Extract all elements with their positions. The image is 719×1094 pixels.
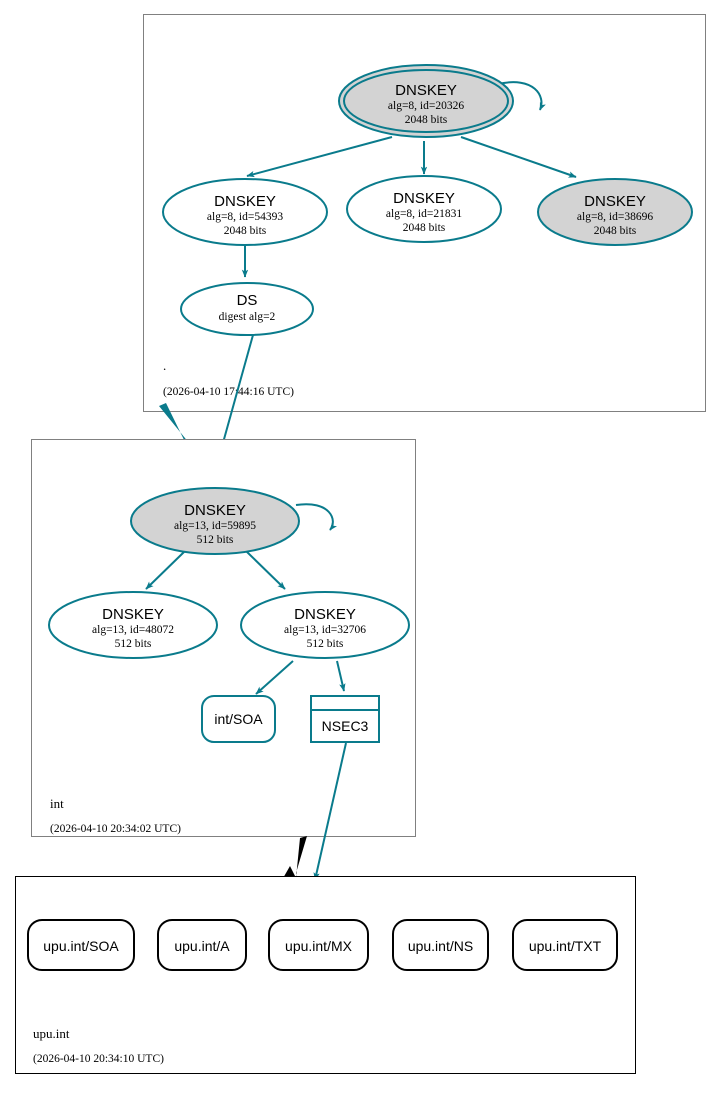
node-int-dnskey-32706-size: 512 bits [307, 638, 344, 650]
edge-int-zsk32706-to-soa [255, 660, 294, 695]
edge-zone-delegation-root-to-int [159, 403, 196, 459]
zone-root: DNSKEY alg=8, id=20326 2048 bits DNSKEY … [143, 14, 706, 412]
node-upu-int-a-box [157, 919, 247, 971]
node-root-dnskey-54393-size: 2048 bits [224, 225, 267, 237]
node-root-dnskey-54393-title: DNSKEY [214, 193, 276, 210]
node-int-dnskey-32706-title: DNSKEY [294, 606, 356, 623]
node-upu-int-mx[interactable]: upu.int/MX [268, 919, 369, 971]
edge-int-ksk-to-zsk48072 [145, 551, 185, 590]
edge-int-nsec3-to-upu-int [313, 742, 347, 881]
node-int-dnskey-48072[interactable]: DNSKEY alg=13, id=48072 512 bits [48, 591, 218, 659]
zone-upu-int: upu.int/SOA upu.int/A upu.int/MX upu.int… [15, 876, 636, 1074]
node-int-dnskey-48072-title: DNSKEY [102, 606, 164, 623]
node-upu-int-a[interactable]: upu.int/A [157, 919, 247, 971]
node-root-dnskey-20326[interactable]: DNSKEY alg=8, id=20326 2048 bits [338, 64, 514, 138]
node-root-dnskey-38696[interactable]: DNSKEY alg=8, id=38696 2048 bits [537, 178, 693, 246]
node-root-dnskey-21831-size: 2048 bits [403, 222, 446, 234]
node-upu-int-txt-label: upu.int/TXT [529, 938, 602, 954]
node-int-soa-box [201, 695, 276, 743]
node-upu-int-ns-box [392, 919, 489, 971]
node-upu-int-txt[interactable]: upu.int/TXT [512, 919, 618, 971]
node-int-dnskey-59895-params: alg=13, id=59895 [174, 520, 256, 532]
node-int-dnskey-59895-size: 512 bits [197, 534, 234, 546]
node-upu-int-soa[interactable]: upu.int/SOA [27, 919, 135, 971]
zone-root-timestamp: (2026-04-10 17:44:16 UTC) [163, 386, 294, 398]
node-root-dnskey-21831-title: DNSKEY [393, 190, 455, 207]
edge-root-ksk-to-ksk38696 [460, 136, 577, 178]
node-root-dnskey-21831-params: alg=8, id=21831 [386, 208, 462, 220]
node-root-ds-params: digest alg=2 [219, 311, 276, 323]
node-upu-int-mx-box [268, 919, 369, 971]
node-int-nsec3[interactable]: NSEC3 [310, 695, 380, 743]
node-root-dnskey-38696-ellipse [537, 178, 693, 246]
zone-root-name: . [163, 358, 166, 373]
zone-upu-int-timestamp: (2026-04-10 20:34:10 UTC) [33, 1053, 164, 1065]
node-root-dnskey-54393[interactable]: DNSKEY alg=8, id=54393 2048 bits [162, 178, 328, 246]
node-upu-int-mx-label: upu.int/MX [285, 938, 353, 954]
node-root-dnskey-38696-params: alg=8, id=38696 [577, 211, 653, 223]
edge-int-zsk32706-to-nsec3 [336, 660, 346, 692]
node-root-dnskey-38696-title: DNSKEY [584, 193, 646, 210]
node-root-dnskey-54393-ellipse [162, 178, 328, 246]
zone-int: DNSKEY alg=13, id=59895 512 bits DNSKEY … [31, 439, 416, 837]
node-upu-int-ns[interactable]: upu.int/NS [392, 919, 489, 971]
node-root-dnskey-54393-params: alg=8, id=54393 [207, 211, 283, 223]
node-int-dnskey-48072-size: 512 bits [115, 638, 152, 650]
node-root-dnskey-21831[interactable]: DNSKEY alg=8, id=21831 2048 bits [346, 175, 502, 243]
zone-upu-int-name: upu.int [33, 1026, 70, 1041]
node-int-dnskey-48072-ellipse [48, 591, 218, 659]
node-root-dnskey-38696-size: 2048 bits [594, 225, 637, 237]
node-root-ds[interactable]: DS digest alg=2 [180, 282, 314, 336]
node-upu-int-a-label: upu.int/A [174, 938, 230, 954]
node-root-ds-ellipse [180, 282, 314, 336]
node-root-dnskey-20326-title: DNSKEY [395, 82, 457, 99]
node-root-ds-title: DS [237, 292, 258, 309]
node-int-dnskey-59895-title: DNSKEY [184, 502, 246, 519]
node-int-dnskey-32706[interactable]: DNSKEY alg=13, id=32706 512 bits [240, 591, 410, 659]
node-root-dnskey-20326-inner-ellipse [343, 69, 509, 133]
node-upu-int-soa-box [27, 919, 135, 971]
node-upu-int-soa-label: upu.int/SOA [43, 938, 119, 954]
zone-upu-int-box [15, 876, 636, 1074]
zone-int-timestamp: (2026-04-10 20:34:02 UTC) [50, 823, 181, 835]
node-root-dnskey-20326-size: 2048 bits [405, 114, 448, 126]
node-int-nsec3-box [310, 695, 380, 743]
edge-root-ksk-to-zsk54393 [246, 136, 393, 178]
node-int-soa-label: int/SOA [214, 711, 263, 727]
edge-int-ksk-to-zsk32706 [245, 550, 286, 590]
zone-int-name: int [50, 796, 64, 811]
node-int-dnskey-32706-params: alg=13, id=32706 [284, 624, 366, 636]
node-int-dnskey-32706-ellipse [240, 591, 410, 659]
node-upu-int-ns-label: upu.int/NS [408, 938, 473, 954]
node-upu-int-txt-box [512, 919, 618, 971]
edge-root-ksk-self-sign [497, 81, 546, 111]
node-int-soa[interactable]: int/SOA [201, 695, 276, 743]
node-int-dnskey-59895[interactable]: DNSKEY alg=13, id=59895 512 bits [130, 487, 300, 555]
node-int-dnskey-59895-ellipse [130, 487, 300, 555]
node-root-dnskey-20326-params: alg=8, id=20326 [388, 100, 464, 112]
edge-int-ksk-self-sign [295, 503, 338, 531]
node-int-nsec3-label: NSEC3 [322, 718, 369, 734]
node-int-dnskey-48072-params: alg=13, id=48072 [92, 624, 174, 636]
node-root-dnskey-21831-ellipse [346, 175, 502, 243]
